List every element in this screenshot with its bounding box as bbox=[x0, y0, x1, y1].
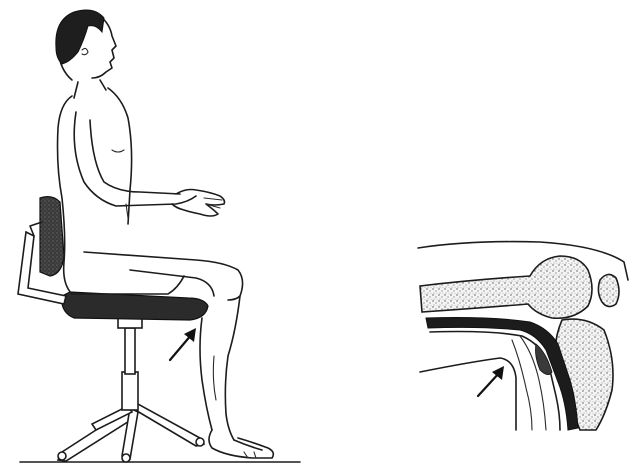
arrow-icon bbox=[170, 328, 196, 360]
backrest bbox=[18, 197, 66, 304]
stool-column bbox=[118, 318, 142, 410]
feet bbox=[209, 430, 273, 458]
head bbox=[56, 10, 116, 80]
femur-bone bbox=[420, 256, 592, 318]
arrow-icon bbox=[478, 366, 504, 396]
thigh bbox=[84, 252, 243, 300]
seat-cushion bbox=[62, 292, 208, 320]
patella-bone bbox=[598, 274, 619, 306]
stool-base bbox=[58, 404, 204, 462]
skin-outline bbox=[418, 242, 628, 280]
lower-leg bbox=[225, 296, 240, 440]
torso bbox=[58, 96, 185, 294]
seated-person-figure bbox=[18, 10, 300, 462]
knee-cross-section bbox=[418, 242, 628, 430]
